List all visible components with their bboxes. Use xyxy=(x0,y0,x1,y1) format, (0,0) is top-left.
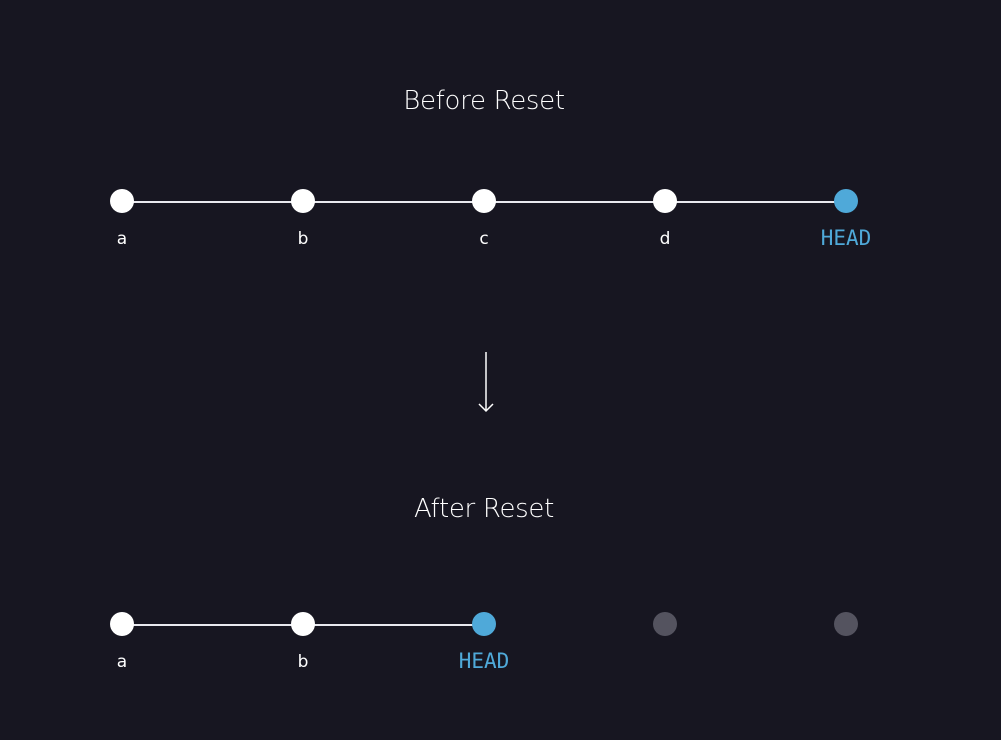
after-commit-history: a b HEAD xyxy=(0,593,1001,673)
commit-c-label: c xyxy=(479,229,489,249)
commit-a-node xyxy=(110,189,134,213)
commit-a-node xyxy=(110,612,134,636)
before-reset-title: Before Reset xyxy=(403,86,565,116)
head-label: HEAD xyxy=(820,226,872,250)
commit-b-label: b xyxy=(297,229,309,249)
commit-b-node xyxy=(291,189,315,213)
down-arrow-icon xyxy=(478,352,494,413)
commit-b-label: b xyxy=(297,652,309,672)
head-label: HEAD xyxy=(458,649,510,673)
commit-b-node xyxy=(291,612,315,636)
commit-d-label: d xyxy=(659,229,671,249)
before-commit-history: a b c d HEAD xyxy=(0,170,1001,250)
after-reset-title: After Reset xyxy=(413,494,555,524)
commit-c-node xyxy=(472,189,496,213)
head-commit-node xyxy=(834,189,858,213)
commit-d-node xyxy=(653,189,677,213)
orphaned-commit-node xyxy=(653,612,677,636)
commit-a-label: a xyxy=(116,229,128,249)
commit-a-label: a xyxy=(116,652,128,672)
head-commit-node xyxy=(472,612,496,636)
orphaned-commit-node xyxy=(834,612,858,636)
